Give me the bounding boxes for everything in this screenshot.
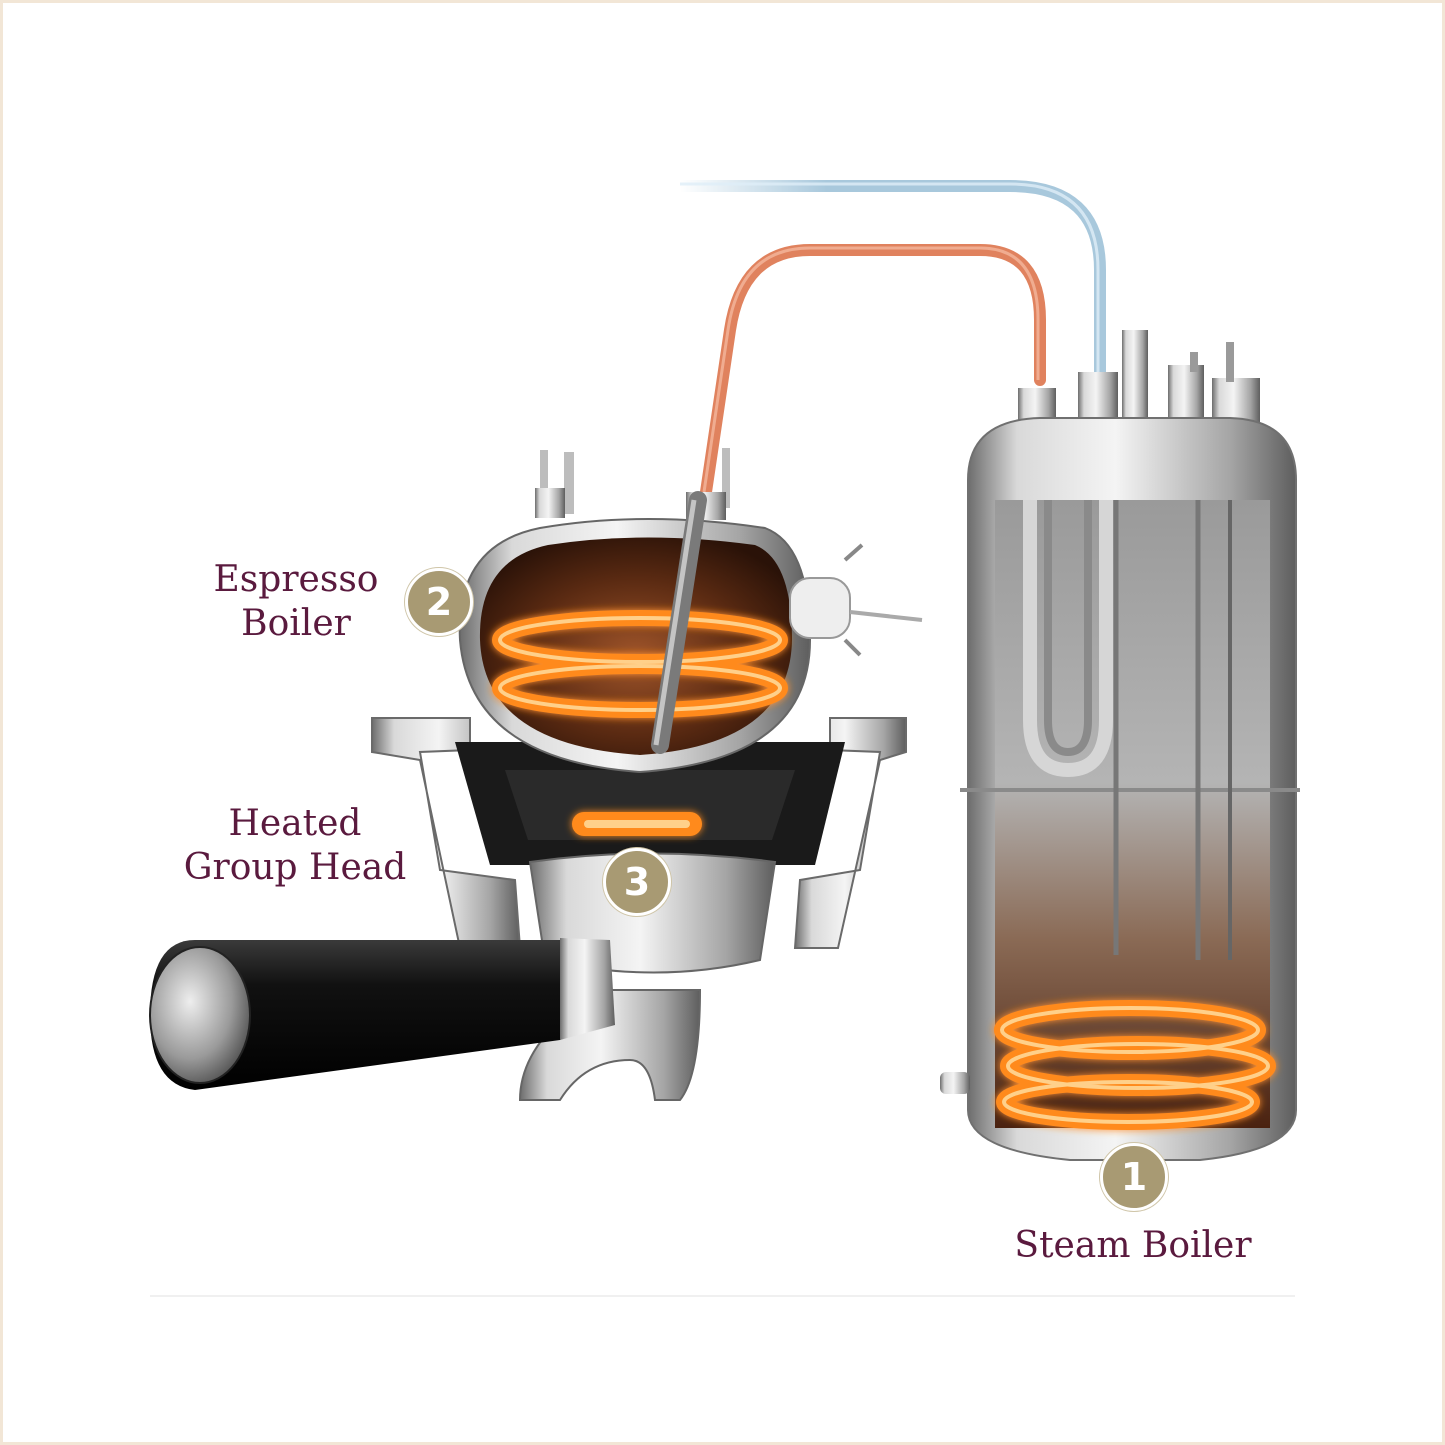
cold-water-pipe-highlight [680,182,1100,372]
heated-group-head-label-line1: Heated [228,803,362,844]
espresso-boiler [458,448,923,774]
espresso-boiler-label-line1: Espresso [213,559,379,600]
espresso-boiler-label-line2: Boiler [241,603,351,644]
portafilter [149,938,702,1101]
espresso-boiler-number-badge: 2 [405,568,473,636]
group-head-number-badge: 3 [603,848,671,916]
steam-boiler [940,330,1300,1161]
steam-boiler-number-badge: 1 [1100,1143,1168,1211]
espresso-boiler-label: Espresso Boiler [196,558,396,646]
steam-boiler-label: Steam Boiler [1014,1225,1252,1266]
heated-group-head-label-line2: Group Head [183,847,407,888]
hot-water-pipe-highlight [702,246,1040,493]
heated-group-head-label: Heated Group Head [176,802,414,890]
